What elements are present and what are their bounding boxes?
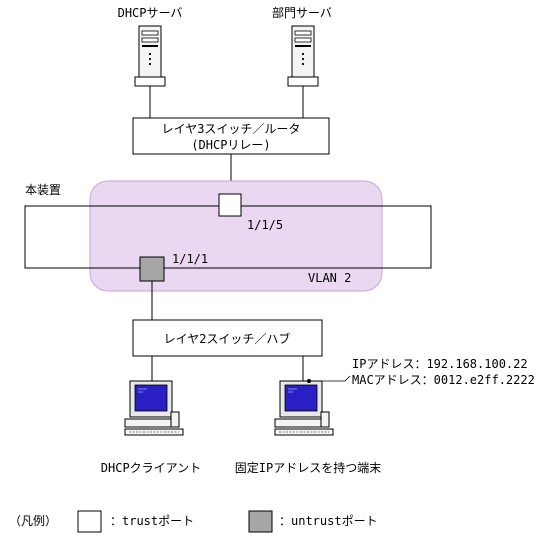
fixed-host-label: 固定IPアドレスを持つ端末 <box>235 460 381 475</box>
dhcp-server-label: DHCPサーバ <box>118 6 183 20</box>
dept-server-label: 部門サーバ <box>272 5 332 20</box>
trust-port <box>218 193 242 217</box>
dhcp-client-label: DHCPクライアント <box>101 461 201 475</box>
untrust-port <box>139 256 165 282</box>
annotation-leader <box>309 375 351 382</box>
fixed-host-ip: IPアドレス：192.168.100.22 <box>352 357 528 371</box>
dhcp-client-pc-icon <box>124 380 184 436</box>
dept-server-icon <box>287 25 319 87</box>
dhcp-server-icon <box>134 25 166 87</box>
l3-switch-box <box>132 117 330 155</box>
legend-trust-label: ：trustポート <box>110 514 194 528</box>
l2-switch-box <box>132 319 323 357</box>
device-label: 本装置 <box>25 183 61 197</box>
legend-untrust-swatch <box>248 510 273 533</box>
l3-switch-label: レイヤ3スイッチ／ルータ <box>162 122 301 136</box>
trust-port-label: 1/1/5 <box>247 218 283 232</box>
legend-trust-swatch <box>77 510 102 533</box>
vlan-label: VLAN 2 <box>308 271 351 285</box>
untrust-port-label: 1/1/1 <box>172 252 208 266</box>
fixed-host-pc-icon <box>274 380 334 436</box>
l3-switch-sublabel: (DHCPリレー) <box>191 138 270 152</box>
legend-title: （凡例） <box>9 514 57 528</box>
fixed-host-mac: MACアドレス：0012.e2ff.2222 <box>352 373 535 387</box>
legend-untrust-label: ：untrustポート <box>279 514 378 528</box>
l2-switch-label: レイヤ2スイッチ／ハブ <box>164 331 291 346</box>
